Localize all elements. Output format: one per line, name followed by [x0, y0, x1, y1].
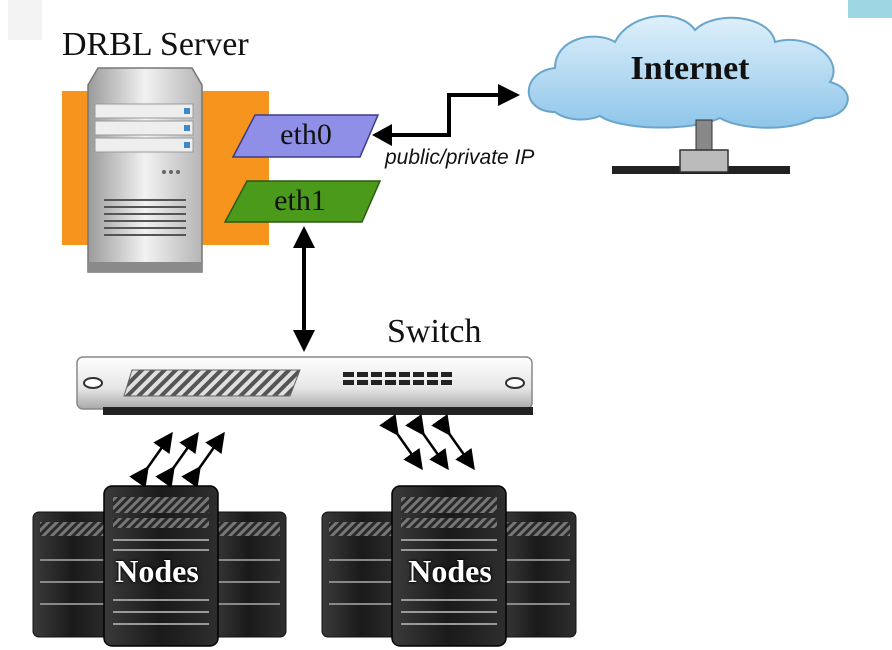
nodes-right-icon: [321, 485, 577, 647]
eth0-label: eth0: [280, 118, 332, 151]
eth1-switch-arrow: [293, 226, 315, 352]
switch-icon: [76, 356, 533, 415]
nodes-left-label: Nodes: [115, 553, 199, 589]
eth0-internet-arrow: [372, 84, 520, 146]
network-connector-icon: [612, 119, 790, 174]
nodes-right-label: Nodes: [408, 553, 492, 589]
switch-nodes-right-arrows: [379, 413, 475, 471]
server-icon: [87, 67, 203, 273]
nodes-left-icon: [32, 485, 287, 647]
internet-label: Internet: [630, 50, 750, 87]
corner-tab-right: [848, 0, 892, 18]
corner-tab: [8, 0, 42, 40]
switch-title: Switch: [387, 313, 482, 350]
ip-label: public/private IP: [385, 146, 535, 169]
server-title: DRBL Server: [62, 26, 249, 63]
internet-cloud: [527, 15, 849, 129]
eth1-label: eth1: [274, 184, 326, 217]
eth0-interface: [231, 114, 380, 158]
switch-nodes-left-arrows: [129, 431, 225, 489]
eth1-interface: [223, 180, 382, 223]
